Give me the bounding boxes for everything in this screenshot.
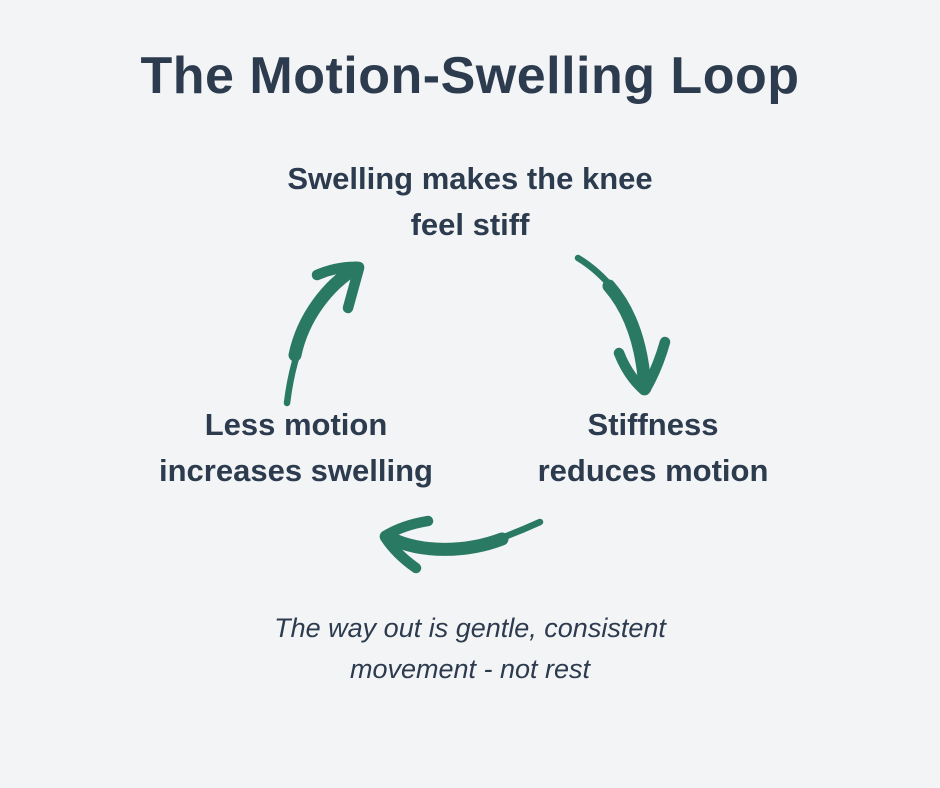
node-swelling-line1: Swelling makes the knee [287,161,653,196]
node-swelling-line2: feel stiff [410,207,530,242]
node-stiffness-line1: Stiffness [587,407,719,442]
arrow-swelling-to-stiffness-icon [574,254,671,396]
arrow-stiffness-to-less-motion-icon [379,515,544,574]
takeaway-note-line1: The way out is gentle, consistent [274,613,666,643]
arrow-less-motion-to-swelling-icon [283,261,365,407]
takeaway-note: The way out is gentle, consistent moveme… [0,608,940,690]
node-stiffness: Stiffness reduces motion [463,402,843,494]
node-less-motion-line1: Less motion [204,407,388,442]
node-stiffness-line2: reduces motion [537,453,769,488]
node-less-motion: Less motion increases swelling [106,402,486,494]
node-less-motion-line2: increases swelling [159,453,433,488]
page-title: The Motion-Swelling Loop [140,47,800,105]
takeaway-note-line2: movement - not rest [349,654,591,684]
node-swelling: Swelling makes the knee feel stiff [170,156,770,248]
